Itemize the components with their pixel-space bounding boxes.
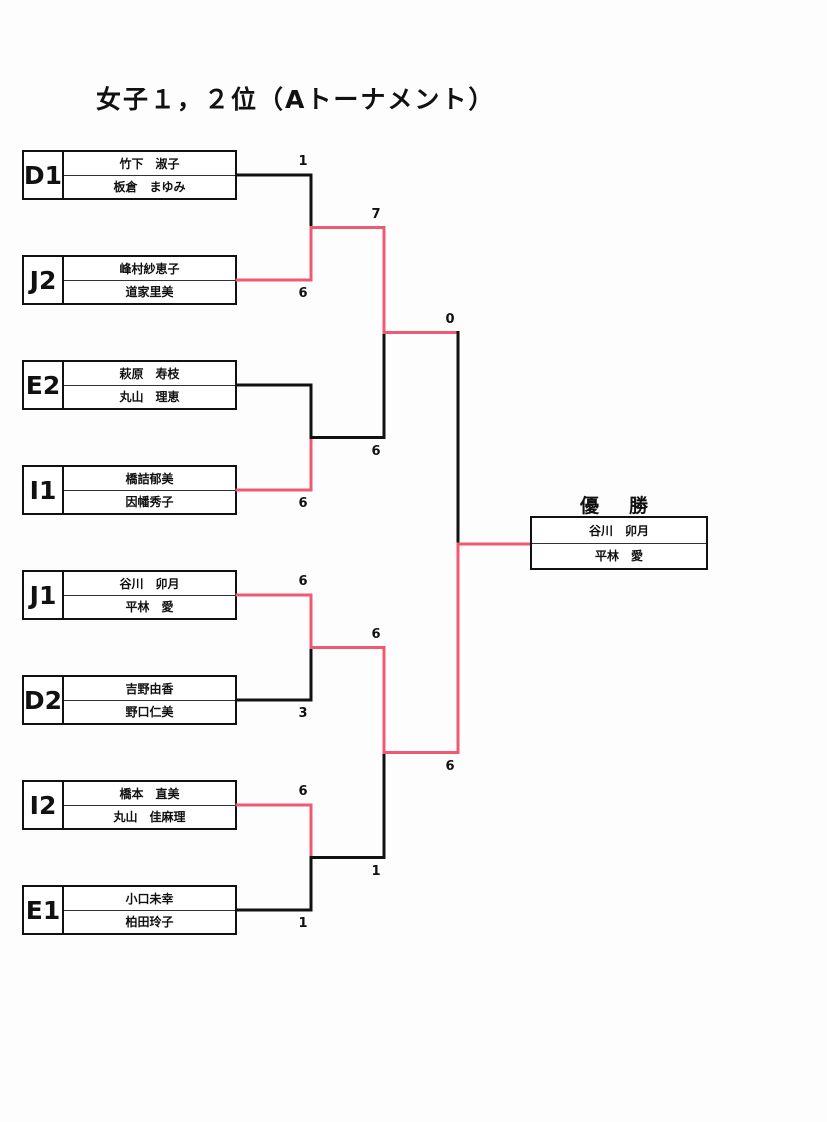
team-box-i1: I1 橋詰郁美 因幡秀子 (22, 465, 237, 515)
player-name: 竹下 淑子 (119, 156, 180, 171)
match-score: 6 (298, 784, 308, 799)
match-score: 1 (298, 916, 308, 931)
match-score: 7 (371, 206, 381, 222)
match-score: 3 (298, 706, 308, 721)
team-seed: I1 (24, 467, 64, 513)
player-name: 小口未幸 (125, 891, 174, 906)
team-box-e1: E1 小口未幸 柏田玲子 (22, 885, 237, 935)
team-box-d2: D2 吉野由香 野口仁美 (22, 675, 237, 725)
match-score: 1 (298, 154, 308, 169)
team-seed: J1 (24, 572, 64, 618)
team-seed: I2 (24, 782, 64, 828)
champion-title: 優勝 (580, 495, 679, 517)
page-title: 女子１，２位（Aトーナメント） (96, 85, 496, 114)
player-name: 橋本 直美 (119, 786, 180, 801)
champion-player: 谷川 卯月 (588, 523, 649, 538)
team-box-j2: J2 峰村紗恵子 道家里美 (22, 255, 237, 305)
team-seed: D1 (24, 152, 64, 198)
champion-box: 谷川 卯月 平林 愛 (530, 516, 708, 570)
player-name: 板倉 まゆみ (64, 174, 235, 199)
player-name: 道家里美 (64, 279, 235, 304)
player-name: 丸山 佳麻理 (64, 804, 235, 829)
player-name: 因幡秀子 (64, 489, 235, 514)
team-box-e2: E2 萩原 寿枝 丸山 理恵 (22, 360, 237, 410)
team-seed: D2 (24, 677, 64, 723)
player-name: 柏田玲子 (64, 909, 235, 934)
team-seed: E2 (24, 362, 64, 408)
player-name: 橋詰郁美 (125, 471, 174, 486)
match-score: 1 (371, 863, 381, 879)
player-name: 峰村紗恵子 (119, 261, 180, 276)
player-name: 平林 愛 (64, 594, 235, 619)
player-name: 丸山 理恵 (64, 384, 235, 409)
player-name: 吉野由香 (125, 681, 174, 696)
match-score: 6 (298, 496, 308, 511)
player-name: 野口仁美 (64, 699, 235, 724)
champion-player: 平林 愛 (532, 542, 706, 569)
match-score: 6 (298, 286, 308, 301)
team-seed: J2 (24, 257, 64, 303)
player-name: 谷川 卯月 (119, 576, 180, 591)
player-name: 萩原 寿枝 (119, 366, 180, 381)
team-box-d1: D1 竹下 淑子 板倉 まゆみ (22, 150, 237, 200)
team-seed: E1 (24, 887, 64, 933)
match-score: 6 (445, 758, 455, 774)
match-score: 0 (445, 311, 455, 327)
team-box-j1: J1 谷川 卯月 平林 愛 (22, 570, 237, 620)
match-score: 6 (371, 626, 381, 642)
match-score: 6 (298, 574, 308, 589)
match-score: 6 (371, 443, 381, 459)
